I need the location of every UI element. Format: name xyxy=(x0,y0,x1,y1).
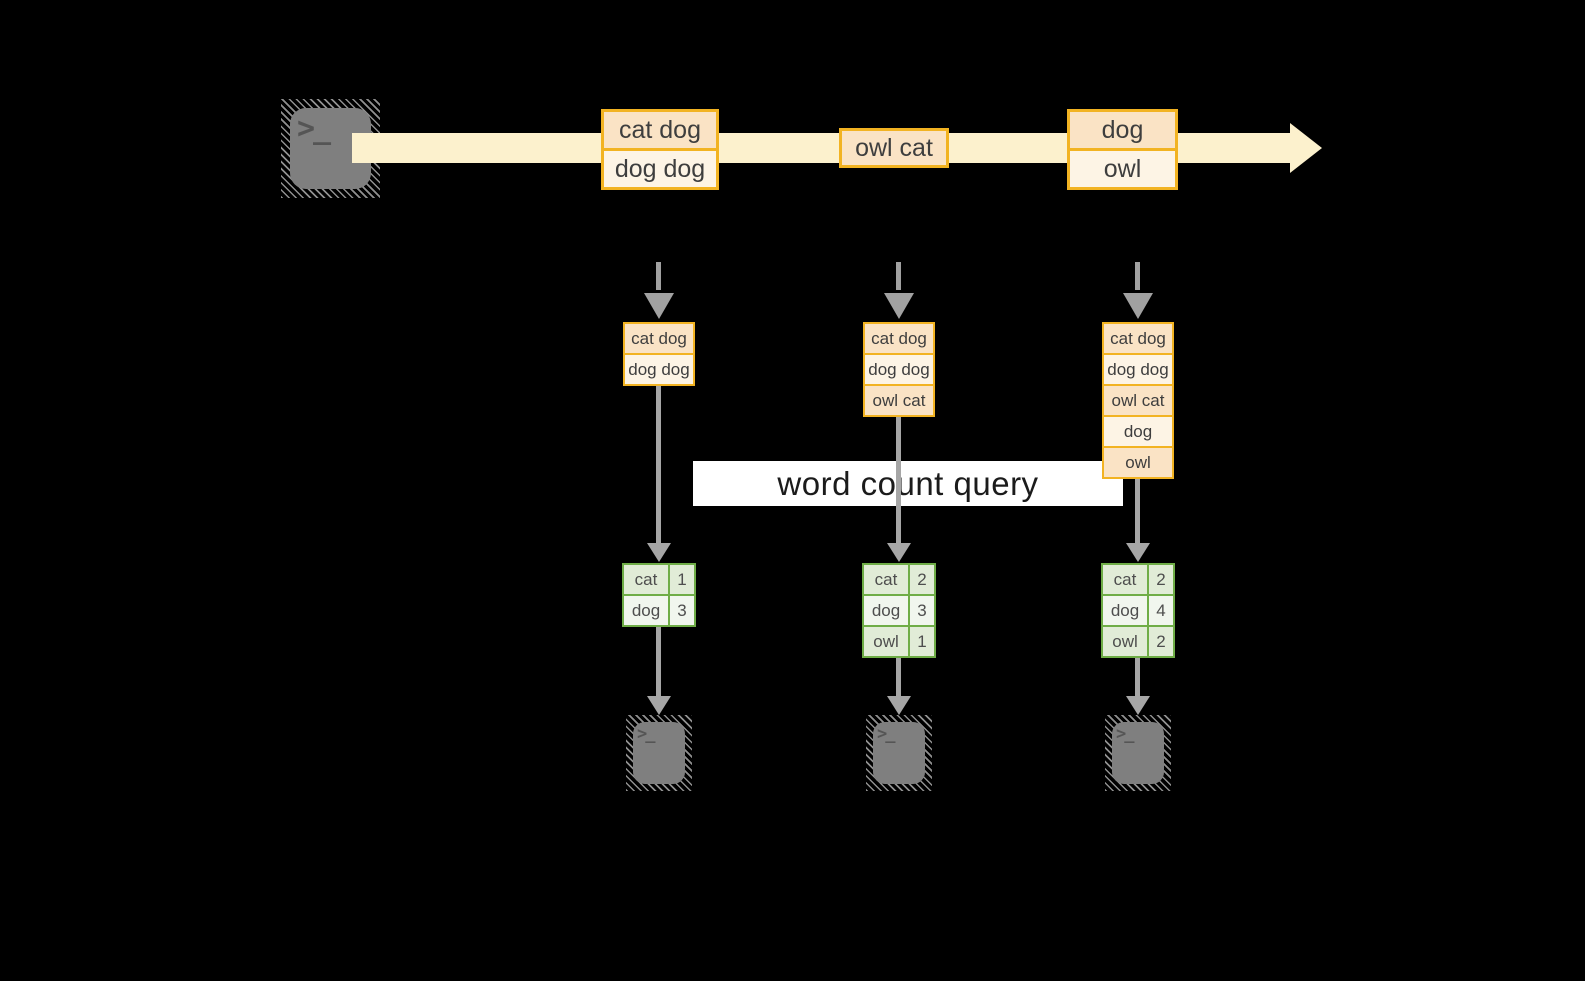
result-word-cell: owl xyxy=(864,627,908,656)
output-arrow-2-head-icon xyxy=(887,696,911,715)
result-count-cell: 2 xyxy=(1149,627,1173,656)
state-record: dog dog xyxy=(1104,355,1172,384)
result-table-3: cat 2 dog 4 owl 2 xyxy=(1101,563,1175,658)
result-word-cell: cat xyxy=(624,565,668,594)
output-arrow-1 xyxy=(656,627,661,697)
result-count-cell: 3 xyxy=(670,596,694,625)
result-count-cell: 1 xyxy=(670,565,694,594)
query-arrow-3 xyxy=(1135,479,1140,544)
trigger-arrow-2-head-icon xyxy=(884,293,914,319)
state-record: cat dog xyxy=(625,324,693,353)
stream-batch-3: dog owl xyxy=(1067,109,1178,190)
stream-record: cat dog xyxy=(604,112,716,148)
result-count-cell: 2 xyxy=(1149,565,1173,594)
stream-batch-1: cat dog dog dog xyxy=(601,109,719,190)
result-row: owl 1 xyxy=(864,627,934,656)
result-count-cell: 4 xyxy=(1149,596,1173,625)
stream-batch-2: owl cat xyxy=(839,128,949,168)
result-row: owl 2 xyxy=(1103,627,1173,656)
terminal-prompt-icon: >_ xyxy=(1116,724,1135,744)
result-word-cell: dog xyxy=(1103,596,1147,625)
state-box-1: cat dog dog dog xyxy=(623,322,695,386)
terminal-screen xyxy=(873,722,925,784)
state-record: dog dog xyxy=(865,355,933,384)
trigger-arrow-1 xyxy=(656,262,661,290)
sink-terminal-icon-2: >_ xyxy=(866,715,932,791)
state-box-2: cat dog dog dog owl cat xyxy=(863,322,935,417)
stream-arrow-head-icon xyxy=(1290,123,1322,173)
result-word-cell: cat xyxy=(864,565,908,594)
trigger-arrow-1-head-icon xyxy=(644,293,674,319)
terminal-prompt-icon: >_ xyxy=(637,724,656,744)
terminal-prompt-icon: >_ xyxy=(877,724,896,744)
result-table-1: cat 1 dog 3 xyxy=(622,563,696,627)
result-row: dog 3 xyxy=(624,596,694,625)
state-record: cat dog xyxy=(1104,324,1172,353)
sink-terminal-icon-1: >_ xyxy=(626,715,692,791)
state-box-3: cat dog dog dog owl cat dog owl xyxy=(1102,322,1174,479)
result-row: cat 1 xyxy=(624,565,694,594)
terminal-screen xyxy=(1112,722,1164,784)
stream-record: dog dog xyxy=(604,151,716,187)
sink-terminal-icon-3: >_ xyxy=(1105,715,1171,791)
result-row: dog 4 xyxy=(1103,596,1173,625)
state-record: owl xyxy=(1104,448,1172,477)
result-count-cell: 3 xyxy=(910,596,934,625)
query-banner: word count query xyxy=(693,461,1123,506)
output-arrow-3 xyxy=(1135,658,1140,697)
trigger-arrow-3 xyxy=(1135,262,1140,290)
stream-record: owl xyxy=(1070,151,1175,187)
state-record: owl cat xyxy=(865,386,933,415)
trigger-arrow-2 xyxy=(896,262,901,290)
result-word-cell: owl xyxy=(1103,627,1147,656)
result-word-cell: dog xyxy=(864,596,908,625)
query-arrow-2-head-icon xyxy=(887,543,911,562)
result-row: cat 2 xyxy=(1103,565,1173,594)
output-arrow-1-head-icon xyxy=(647,696,671,715)
query-arrow-2 xyxy=(896,417,901,544)
stream-record: owl cat xyxy=(842,131,946,165)
state-record: dog xyxy=(1104,417,1172,446)
result-count-cell: 2 xyxy=(910,565,934,594)
stream-record: dog xyxy=(1070,112,1175,148)
query-arrow-1 xyxy=(656,386,661,544)
result-word-cell: dog xyxy=(624,596,668,625)
result-table-2: cat 2 dog 3 owl 1 xyxy=(862,563,936,658)
result-row: cat 2 xyxy=(864,565,934,594)
query-arrow-1-head-icon xyxy=(647,543,671,562)
output-arrow-2 xyxy=(896,658,901,697)
result-row: dog 3 xyxy=(864,596,934,625)
state-record: cat dog xyxy=(865,324,933,353)
trigger-arrow-3-head-icon xyxy=(1123,293,1153,319)
state-record: owl cat xyxy=(1104,386,1172,415)
query-arrow-3-head-icon xyxy=(1126,543,1150,562)
result-word-cell: cat xyxy=(1103,565,1147,594)
terminal-screen xyxy=(633,722,685,784)
result-count-cell: 1 xyxy=(910,627,934,656)
terminal-prompt-icon: >_ xyxy=(297,111,331,146)
output-arrow-3-head-icon xyxy=(1126,696,1150,715)
query-label: word count query xyxy=(777,464,1039,502)
state-record: dog dog xyxy=(625,355,693,384)
